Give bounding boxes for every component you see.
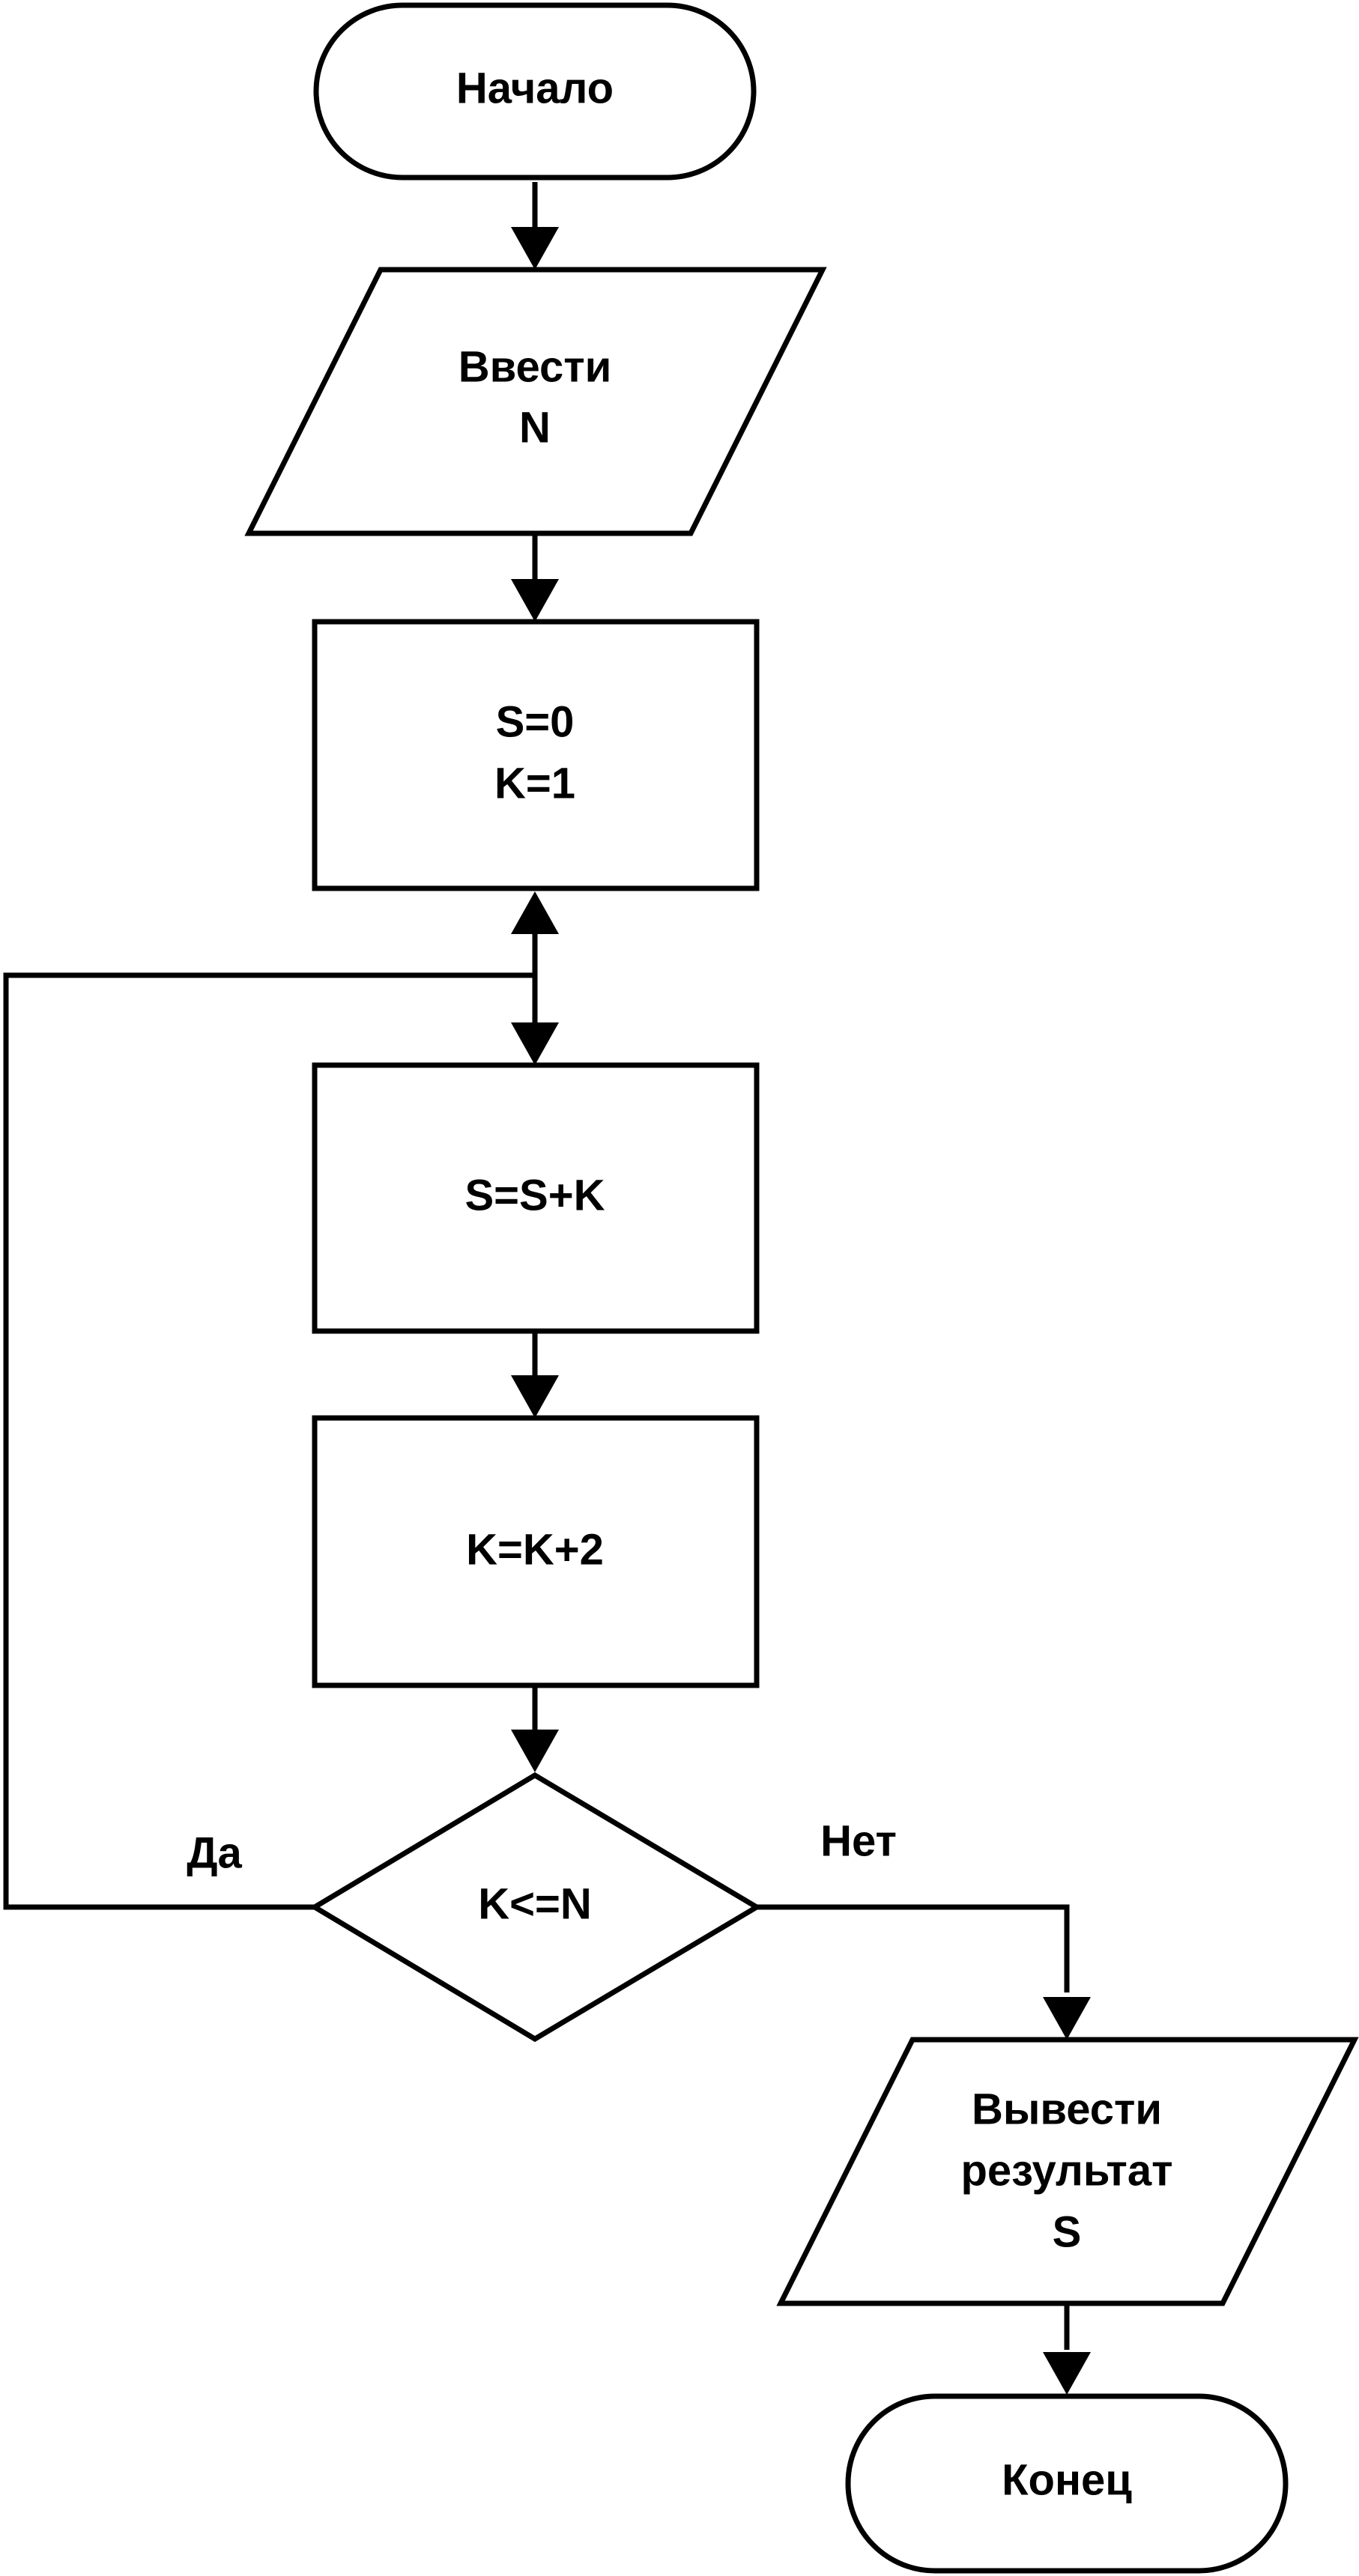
- edge-no-to-output: [757, 1904, 1070, 1992]
- arrowhead-init-up: [511, 891, 559, 934]
- condition-label: K<=N: [478, 1879, 592, 1928]
- node-sum: S=S+K: [312, 1062, 760, 1334]
- arrowhead-input: [511, 227, 559, 270]
- output-label-line-2: результат: [960, 2146, 1172, 2195]
- node-output: Вывести результат S: [776, 2037, 1359, 2306]
- increment-label: K=K+2: [466, 1525, 604, 1574]
- end-label: Конец: [1002, 2455, 1132, 2504]
- node-end: Конец: [845, 2393, 1289, 2574]
- arrowhead-end: [1043, 2352, 1091, 2395]
- init-label-line-2: K=1: [494, 759, 575, 807]
- arrowhead-condition: [511, 1730, 559, 1772]
- node-condition: K<=N: [309, 1772, 762, 2043]
- node-input: Ввести N: [244, 267, 827, 536]
- condition-diamond: [309, 1772, 762, 2043]
- terminator-start: [313, 2, 757, 181]
- input-label-line-2: N: [519, 403, 551, 452]
- node-init: S=0 K=1: [312, 619, 760, 891]
- arrowhead-increment: [511, 1375, 559, 1418]
- input-parallelogram: [244, 267, 827, 536]
- init-label-line-1: S=0: [496, 697, 575, 746]
- node-start: Начало: [313, 2, 757, 181]
- output-parallelogram: [776, 2037, 1359, 2306]
- sum-process-box: [312, 1062, 760, 1334]
- branch-yes-label: Да: [187, 1828, 242, 1877]
- init-process-box: [312, 619, 760, 891]
- node-increment: K=K+2: [312, 1415, 760, 1688]
- input-label-line-1: Ввести: [458, 342, 612, 391]
- start-label: Начало: [456, 64, 614, 112]
- connectors: [3, 182, 1091, 2395]
- arrowhead-sum: [511, 1022, 559, 1065]
- terminator-end: [845, 2393, 1289, 2574]
- sum-label: S=S+K: [465, 1171, 605, 1219]
- increment-process-box: [312, 1415, 760, 1688]
- output-label-line-1: Вывести: [972, 2085, 1162, 2133]
- arrowhead-init: [511, 579, 559, 622]
- arrowhead-output: [1043, 1997, 1091, 2040]
- output-label-line-3: S: [1053, 2207, 1082, 2256]
- edge-loop-yes: [3, 972, 535, 1910]
- branch-no-label: Нет: [820, 1816, 897, 1865]
